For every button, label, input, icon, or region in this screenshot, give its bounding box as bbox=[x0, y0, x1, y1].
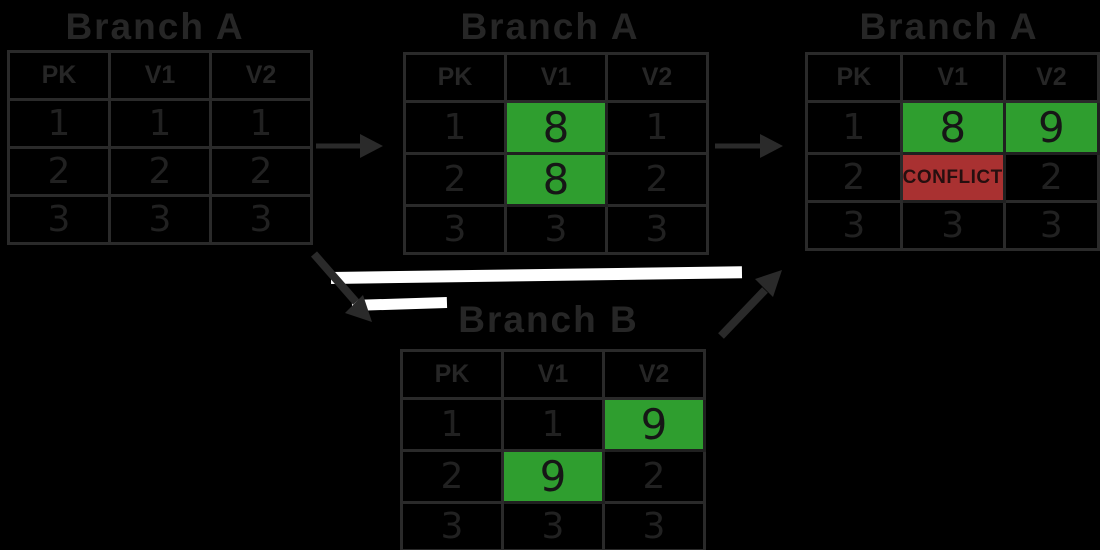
branch-a-merged-title: Branch A bbox=[859, 6, 1039, 47]
branch-b-table: PK V1 V2 1 1 9 2 9 2 3 3 3 bbox=[400, 349, 706, 550]
table-cell: 3 bbox=[7, 194, 111, 245]
column-header-v2: V2 bbox=[209, 50, 313, 101]
table-cell: 2 bbox=[400, 449, 504, 504]
branch-a-updated-title: Branch A bbox=[460, 6, 640, 47]
column-header-v1: V1 bbox=[899, 52, 1006, 103]
table-cell: 1 bbox=[209, 98, 313, 149]
highlighted-cell-green: 9 bbox=[602, 397, 706, 452]
table-cell: 2 bbox=[403, 152, 507, 207]
highlighted-cell-green: 8 bbox=[504, 100, 608, 155]
column-header-pk: PK bbox=[403, 52, 507, 103]
table-cell: 2 bbox=[805, 152, 903, 203]
table-cell: 1 bbox=[108, 98, 212, 149]
table-row: 1 8 1 bbox=[403, 100, 709, 155]
arrow-right-icon bbox=[316, 134, 383, 158]
table-row: 3 3 3 bbox=[403, 204, 709, 255]
table-row: 3 3 3 bbox=[400, 501, 706, 550]
table-cell: 1 bbox=[403, 100, 507, 155]
column-header-v2: V2 bbox=[602, 349, 706, 400]
conflict-cell: CONFLICT bbox=[899, 152, 1006, 203]
table-row: 3 3 3 bbox=[805, 200, 1100, 251]
table-row: 2 8 2 bbox=[403, 152, 709, 207]
table-cell: 3 bbox=[602, 501, 706, 550]
table-cell: 2 bbox=[209, 146, 313, 197]
table-cell: 3 bbox=[805, 200, 903, 251]
table-cell: 1 bbox=[805, 100, 903, 155]
table-cell: 3 bbox=[403, 204, 507, 255]
table-row: 1 1 9 bbox=[400, 397, 706, 452]
table-cell: 3 bbox=[504, 204, 608, 255]
header-row: PK V1 V2 bbox=[400, 349, 706, 400]
table-cell: 2 bbox=[602, 449, 706, 504]
highlighted-cell-green: 8 bbox=[504, 152, 608, 207]
header-row: PK V1 V2 bbox=[805, 52, 1100, 103]
table-row: 2 9 2 bbox=[400, 449, 706, 504]
branch-b-title: Branch B bbox=[458, 299, 639, 340]
table-cell: 1 bbox=[501, 397, 605, 452]
column-header-v1: V1 bbox=[501, 349, 605, 400]
branch-a-updated-table: PK V1 V2 1 8 1 2 8 2 3 3 3 bbox=[403, 52, 709, 255]
column-header-v1: V1 bbox=[504, 52, 608, 103]
highlighted-cell-green: 9 bbox=[501, 449, 605, 504]
table-cell: 2 bbox=[7, 146, 111, 197]
merge-arrow-icon bbox=[718, 270, 782, 339]
table-cell: 2 bbox=[1002, 152, 1100, 203]
column-header-v2: V2 bbox=[1002, 52, 1100, 103]
branch-off-arrow-icon bbox=[310, 251, 372, 322]
header-row: PK V1 V2 bbox=[7, 50, 313, 101]
table-cell: 3 bbox=[1002, 200, 1100, 251]
table-cell: 1 bbox=[7, 98, 111, 149]
column-header-v2: V2 bbox=[605, 52, 709, 103]
column-header-pk: PK bbox=[7, 50, 111, 101]
column-header-pk: PK bbox=[805, 52, 903, 103]
table-cell: 3 bbox=[899, 200, 1006, 251]
table-row: 2 CONFLICT 2 bbox=[805, 152, 1100, 203]
table-cell: 2 bbox=[108, 146, 212, 197]
table-row: 2 2 2 bbox=[7, 146, 313, 197]
table-cell: 1 bbox=[400, 397, 504, 452]
table-cell: 3 bbox=[209, 194, 313, 245]
arrow-right-icon bbox=[715, 134, 783, 158]
table-cell: 1 bbox=[605, 100, 709, 155]
table-cell: 3 bbox=[108, 194, 212, 245]
branch-a-initial-title: Branch A bbox=[65, 6, 245, 47]
header-row: PK V1 V2 bbox=[403, 52, 709, 103]
branch-a-merged-table: PK V1 V2 1 8 9 2 CONFLICT 2 3 3 3 bbox=[805, 52, 1100, 251]
table-cell: 2 bbox=[605, 152, 709, 207]
table-cell: 3 bbox=[501, 501, 605, 550]
column-header-v1: V1 bbox=[108, 50, 212, 101]
table-row: 1 1 1 bbox=[7, 98, 313, 149]
table-cell: 3 bbox=[400, 501, 504, 550]
highlighted-cell-green: 8 bbox=[899, 100, 1006, 155]
table-row: 3 3 3 bbox=[7, 194, 313, 245]
highlighted-cell-green: 9 bbox=[1002, 100, 1100, 155]
branch-a-initial-table: PK V1 V2 1 1 1 2 2 2 3 3 3 bbox=[7, 50, 313, 245]
column-header-pk: PK bbox=[400, 349, 504, 400]
table-row: 1 8 9 bbox=[805, 100, 1100, 155]
table-cell: 3 bbox=[605, 204, 709, 255]
